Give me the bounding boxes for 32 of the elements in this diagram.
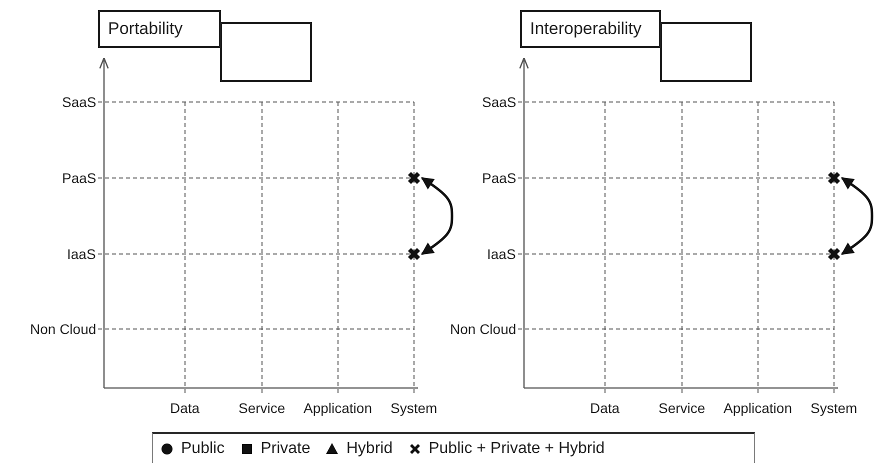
axis-label: IaaS <box>487 246 516 262</box>
double-arrow <box>840 176 874 256</box>
chart-title: Interoperability <box>530 19 642 39</box>
legend-label: Public <box>181 440 225 458</box>
axis-label: System <box>390 400 438 416</box>
axis-label: Data <box>170 400 200 416</box>
axis-label: IaaS <box>67 246 96 262</box>
cross-marker <box>407 247 421 261</box>
double-arrow <box>420 176 454 256</box>
axis-label: Application <box>304 400 372 416</box>
axis-label: Non Cloud <box>30 321 96 337</box>
axis-label: SaaS <box>62 94 96 110</box>
title-box <box>98 10 221 48</box>
axis-label: Data <box>590 400 620 416</box>
axis-label: PaaS <box>482 170 516 186</box>
axis-label: Application <box>724 400 792 416</box>
axis-label: System <box>810 400 858 416</box>
axis-label: Service <box>238 400 286 416</box>
cross-marker <box>827 247 841 261</box>
axis-label: Service <box>658 400 706 416</box>
cross-marker <box>407 171 421 185</box>
empty-box <box>660 22 752 82</box>
axis-label: Non Cloud <box>450 321 516 337</box>
chart-title: Portability <box>108 19 183 39</box>
legend-label: Hybrid <box>346 440 393 458</box>
empty-box <box>220 22 312 82</box>
axis-label: PaaS <box>62 170 96 186</box>
legend-label: Public + Private + Hybrid <box>428 440 605 458</box>
title-box <box>520 10 661 48</box>
cross-marker <box>827 171 841 185</box>
axis-label: SaaS <box>482 94 516 110</box>
legend-label: Private <box>260 440 310 458</box>
